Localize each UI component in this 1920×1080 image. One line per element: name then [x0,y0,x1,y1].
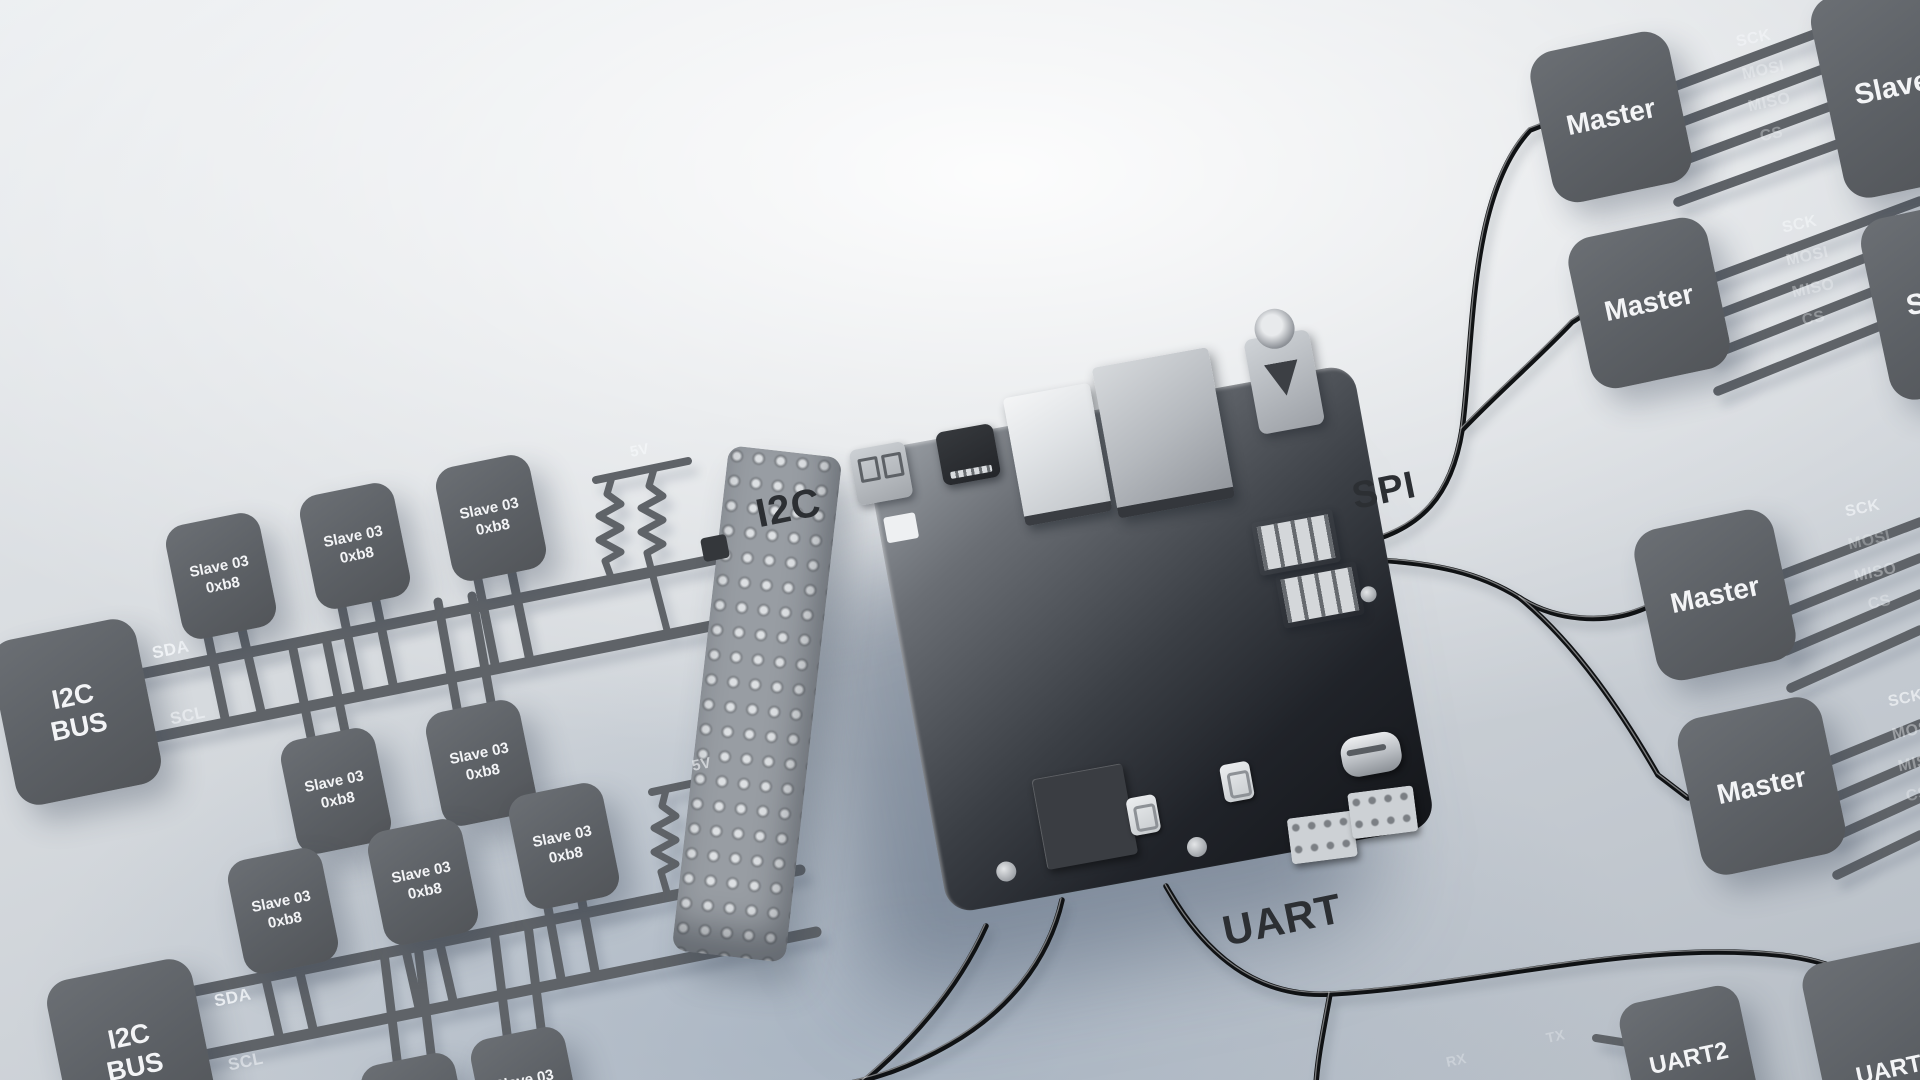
usb-a-port [848,440,914,507]
cpu-chip [1031,763,1139,871]
single-board-computer [848,305,1437,915]
push-button [1125,793,1162,837]
gpio-bus-connector [699,533,731,563]
pin-header [1286,810,1358,865]
usb-c-port [1338,729,1405,780]
mounting-screw [1185,835,1209,859]
push-button [1218,760,1256,804]
pin-header [1347,785,1419,840]
cs-label: CS [1904,783,1920,806]
mounting-screw [994,859,1018,884]
edge-component [883,512,920,544]
usb-micro-port [934,422,1002,487]
